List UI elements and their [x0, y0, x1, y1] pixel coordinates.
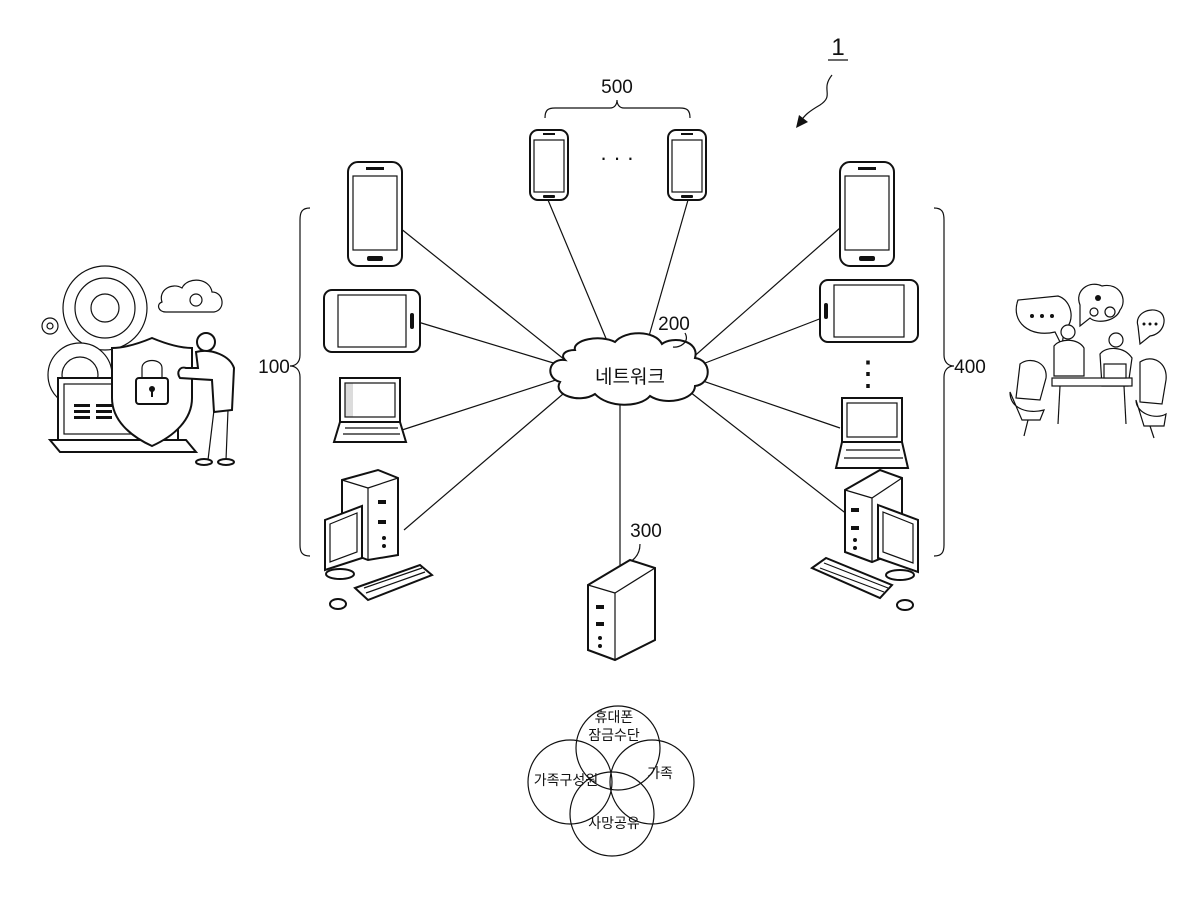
- family-ellipsis: ⋮: [851, 355, 885, 393]
- user-smartphone: [348, 162, 402, 266]
- family-devices-brace: [934, 208, 954, 556]
- venn-bottom: 사망공유: [588, 815, 640, 831]
- user-devices-brace: [290, 208, 310, 556]
- security-user-icon: [42, 266, 234, 465]
- user-tablet: [324, 290, 420, 352]
- extra-phone-1: [530, 130, 568, 200]
- system-ref-arrowhead: [796, 115, 808, 128]
- server-computer: [588, 560, 655, 660]
- server-ref: 300: [630, 521, 662, 542]
- family-tablet: [820, 280, 918, 342]
- system-ref-arrow: [800, 75, 832, 122]
- network-ref: 200: [658, 314, 690, 335]
- system-ref: 1: [831, 34, 844, 61]
- extra-devices-brace: [545, 100, 690, 118]
- user-laptop: [334, 378, 406, 442]
- venn-top-line1: 휴대폰: [595, 709, 634, 725]
- venn-left: 가족구성원: [534, 772, 598, 788]
- network-label: 네트워크: [595, 366, 665, 388]
- family-laptop: [836, 398, 908, 468]
- extra-phone-2: [668, 130, 706, 200]
- extra-ellipsis: · · ·: [600, 145, 634, 170]
- venn-top-line2: 잠금수단: [588, 727, 640, 743]
- family-desktop-pc: [812, 470, 918, 610]
- family-devices-ref: 400: [954, 357, 986, 378]
- user-desktop-pc: [325, 470, 432, 609]
- family-smartphone: [840, 162, 894, 266]
- venn-right: 가족: [647, 765, 673, 781]
- family-meeting-icon: [1010, 284, 1166, 438]
- extra-devices-ref: 500: [601, 77, 633, 98]
- user-devices-ref: 100: [258, 357, 290, 378]
